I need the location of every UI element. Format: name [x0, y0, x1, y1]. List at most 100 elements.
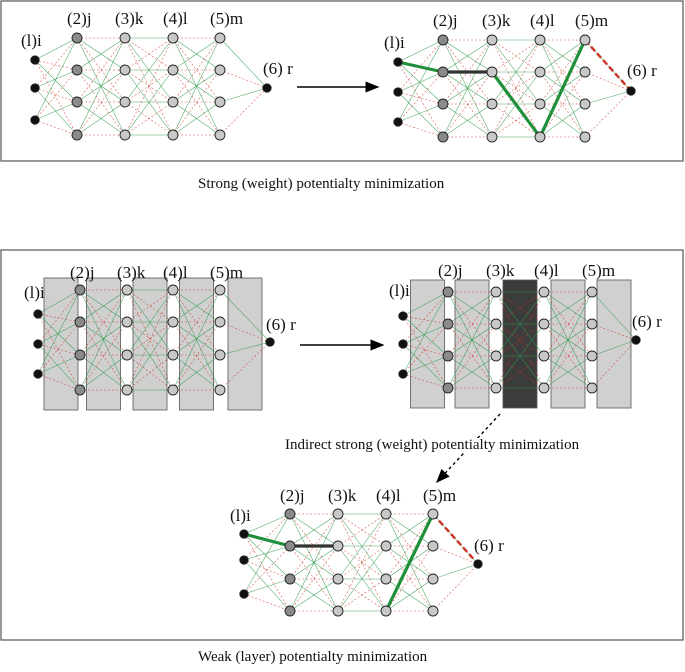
connection: [37, 343, 81, 391]
layer-label: (3)k: [117, 263, 146, 282]
connection: [172, 37, 221, 103]
connection: [397, 39, 444, 93]
connection: [447, 291, 497, 325]
strong-connection: [584, 39, 632, 92]
hidden-neuron: [71, 96, 83, 108]
connection: [172, 289, 221, 356]
input-neuron: [398, 339, 408, 349]
connections: [34, 37, 268, 136]
connection: [397, 103, 444, 123]
net-mid-left: [33, 277, 275, 411]
hidden-neuron: [284, 540, 296, 552]
connection: [219, 341, 271, 391]
layer-label: (3)k: [115, 9, 144, 28]
hidden-neuron: [214, 349, 226, 361]
hidden-neuron: [167, 316, 179, 328]
connection: [539, 39, 586, 73]
layer-label: (3)k: [486, 261, 515, 280]
connection: [402, 291, 449, 345]
caption-indirect: Indirect strong (weight) potentialty min…: [283, 437, 582, 453]
connections: [243, 513, 479, 612]
connection: [447, 323, 497, 389]
hidden-neuron: [427, 573, 439, 585]
hidden-neuron: [167, 384, 179, 396]
connection: [79, 321, 128, 391]
layer-label: (5)m: [582, 261, 616, 280]
connection: [432, 545, 479, 565]
connection: [34, 87, 78, 136]
layer-label: (4)l: [376, 486, 401, 505]
hidden-neuron: [167, 129, 179, 141]
hidden-neuron: [214, 96, 226, 108]
hidden-neuron: [442, 350, 454, 362]
connection: [34, 119, 78, 136]
connection: [402, 355, 449, 375]
connection: [37, 289, 81, 315]
layer-label: (3)k: [482, 11, 511, 30]
connection: [219, 87, 268, 103]
connection: [543, 291, 593, 389]
hidden-neuron: [490, 318, 502, 330]
hidden-neuron: [490, 286, 502, 298]
hidden-neuron: [332, 573, 344, 585]
input-neuron: [30, 55, 40, 65]
hidden-neuron: [579, 98, 591, 110]
hidden-neuron: [214, 64, 226, 76]
hidden-neuron: [538, 382, 550, 394]
hidden-neuron: [486, 34, 498, 46]
connection: [385, 513, 434, 580]
connection: [37, 289, 81, 345]
layer-label: (l)i: [24, 283, 45, 302]
hidden-neuron: [214, 384, 226, 396]
hidden-neuron: [167, 64, 179, 76]
layer-label: (5)m: [575, 11, 609, 30]
hidden-neuron: [74, 316, 86, 328]
connection: [124, 101, 174, 136]
layer-label: (5)m: [210, 263, 244, 282]
hidden-neuron: [586, 382, 598, 394]
layer-label: (6) r: [266, 315, 296, 334]
layer-label: (l)i: [21, 31, 42, 50]
input-neuron: [398, 311, 408, 321]
connection: [337, 578, 387, 612]
connection: [337, 513, 387, 547]
connection: [397, 71, 444, 123]
connection: [337, 513, 387, 580]
connection: [126, 289, 174, 356]
hidden-neuron: [538, 286, 550, 298]
hidden-neuron: [534, 98, 546, 110]
connection: [495, 291, 545, 389]
connection: [37, 313, 81, 356]
hidden-neuron: [121, 284, 133, 296]
connection: [219, 341, 271, 356]
connection: [491, 71, 541, 105]
input-neuron: [393, 57, 403, 67]
connection: [37, 373, 81, 391]
layer-label: (4)l: [534, 261, 559, 280]
hidden-neuron: [121, 349, 133, 361]
connections: [37, 289, 271, 391]
connection: [402, 323, 449, 345]
connection: [337, 545, 387, 612]
connection: [37, 289, 81, 375]
output-neuron: [265, 337, 275, 347]
connection: [447, 355, 497, 389]
hidden-neuron: [579, 34, 591, 46]
hidden-neuron: [534, 66, 546, 78]
strong-connection: [538, 39, 587, 138]
hidden-neuron: [486, 131, 498, 143]
hidden-neuron: [427, 508, 439, 520]
connection: [495, 355, 545, 389]
connection: [539, 103, 586, 138]
connection: [37, 321, 81, 345]
connection: [591, 291, 637, 341]
panel-weak-frame: [0, 249, 684, 641]
connection: [402, 323, 449, 375]
connection: [397, 39, 444, 123]
connection: [126, 321, 174, 391]
connection: [34, 59, 78, 103]
strong-connection: [397, 60, 444, 74]
input-neuron: [239, 529, 249, 539]
net-bottom: [239, 508, 483, 617]
